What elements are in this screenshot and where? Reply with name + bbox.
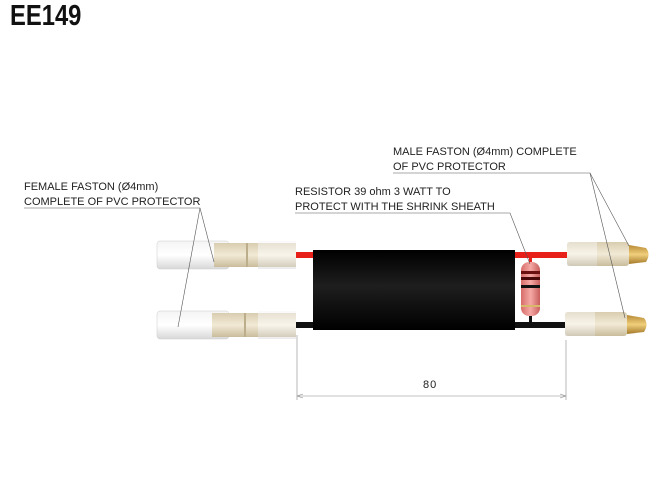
resistor-label-line-1: RESISTOR 39 ohm 3 WATT TO [295,186,451,198]
shrink-sheath-body [313,250,515,330]
female-faston-label: FEMALE FASTON (Ø4mm) COMPLETE OF PVC PRO… [24,180,200,210]
male-label-line-1: MALE FASTON (Ø4mm) COMPLETE [393,146,577,158]
leader-lines [24,172,630,328]
male-faston-label: MALE FASTON (Ø4mm) COMPLETE OF PVC PROTE… [393,145,577,175]
resistor-label: RESISTOR 39 ohm 3 WATT TO PROTECT WITH T… [295,185,495,215]
dimension-value: 80 [423,379,438,391]
dimension-line [296,335,567,400]
female-label-line-1: FEMALE FASTON (Ø4mm) [24,181,159,193]
black-wire [290,322,572,328]
female-faston-bottom [156,310,296,340]
female-label-line-2: COMPLETE OF PVC PROTECTOR [24,196,201,208]
male-faston-top [567,242,649,266]
resistor-label-line-2: PROTECT WITH THE SHRINK SHEATH [295,201,495,213]
resistor [521,256,540,324]
male-label-line-2: OF PVC PROTECTOR [393,161,506,173]
product-code: EE149 [10,0,82,32]
female-faston-top [156,240,296,270]
red-wire [290,252,572,258]
male-faston-bottom [565,312,647,336]
